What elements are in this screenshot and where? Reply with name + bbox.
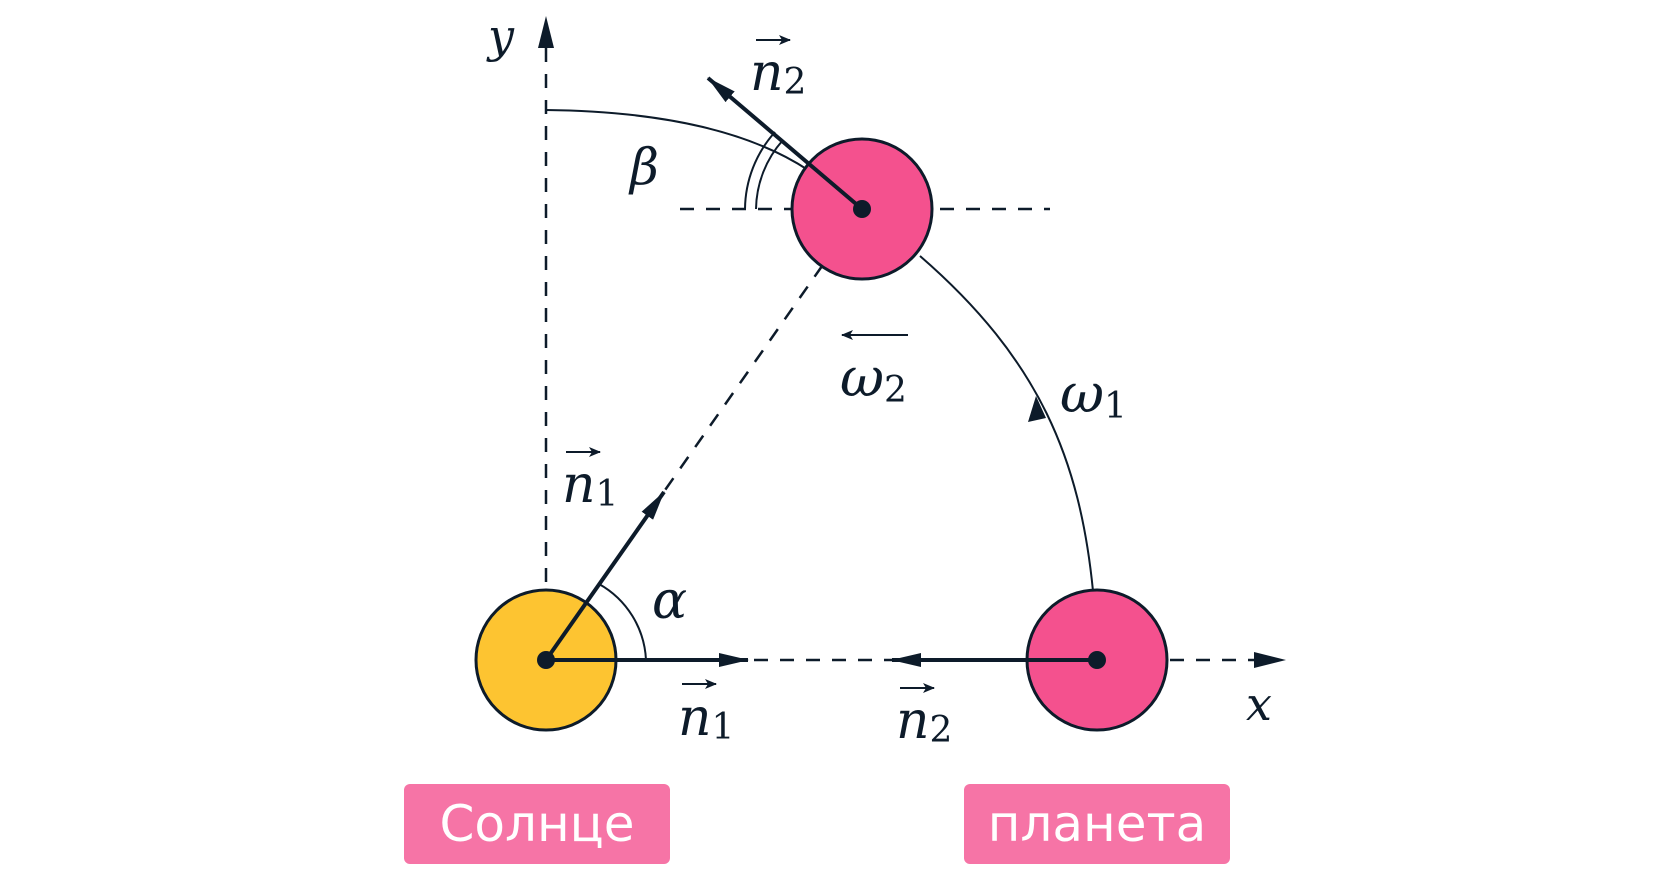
planet-label: планета: [964, 784, 1230, 864]
omega1-arrowhead: [1028, 396, 1046, 422]
orbit-arc: [919, 255, 1094, 592]
n2-bottom-label: n2: [896, 691, 952, 751]
n1-diag-label: n1: [562, 455, 618, 515]
omega1-label: ω1: [1060, 362, 1127, 427]
beta-arc-inner: [755, 139, 784, 210]
y-axis-label: y: [486, 9, 515, 63]
beta-arc-outer: [744, 131, 776, 210]
beta-label: β: [628, 138, 659, 196]
alpha-arc: [598, 583, 647, 661]
vector-n2-diagonal: [706, 76, 864, 211]
n2-top-label: n2: [750, 43, 806, 103]
n1-bottom-label: n1: [678, 688, 734, 748]
omega2-label: ω2: [840, 346, 907, 411]
planet-top-center-dot: [853, 200, 871, 218]
sun-center-dot: [537, 651, 555, 669]
sun-label: Солнце: [404, 784, 670, 864]
x-axis-arrowhead: [1254, 652, 1286, 668]
alpha-label: α: [652, 571, 687, 631]
vector-n1-diagonal: [544, 490, 666, 662]
orbit-arc-top: [545, 109, 809, 171]
x-axis-label: x: [1246, 677, 1272, 731]
planet-bottom-center-dot: [1088, 651, 1106, 669]
y-axis-arrowhead: [538, 16, 554, 48]
